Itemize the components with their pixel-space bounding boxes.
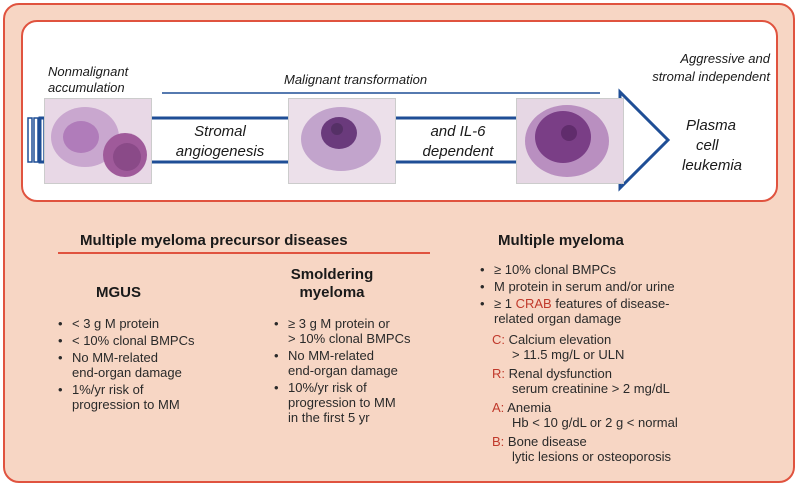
malignant-label: Malignant transformation [284, 72, 428, 87]
list-item: < 3 g M protein [56, 316, 256, 331]
list-item: No MM-related end-organ damage [272, 348, 472, 378]
mgus-list: < 3 g M protein < 10% clonal BMPCs No MM… [56, 316, 256, 414]
crab-item-r: R: Renal dysfunction serum creatinine > … [492, 366, 670, 396]
mm-list: ≥ 10% clonal BMPCs M protein in serum an… [478, 262, 778, 328]
aggressive-label: Aggressive and stromal independent [652, 51, 770, 84]
stromal-label: Stromal angiogenesis [175, 123, 265, 160]
crab-item-c: C: Calcium elevation > 11.5 mg/L or ULN [492, 332, 625, 362]
list-item: < 10% clonal BMPCs [56, 333, 256, 348]
precursor-title: Multiple myeloma precursor diseases [80, 232, 348, 249]
cell-image-smoldering [288, 98, 396, 184]
smoldering-list: ≥ 3 g M protein or > 10% clonal BMPCs No… [272, 316, 472, 427]
list-item: ≥ 1 CRAB features of disease- related or… [478, 296, 778, 326]
list-item: No MM-related end-organ damage [56, 350, 256, 380]
precursor-divider [58, 252, 430, 254]
cell-image-leukemia [516, 98, 624, 184]
smoldering-title: Smoldering myeloma [290, 266, 374, 301]
list-item: ≥ 10% clonal BMPCs [478, 262, 778, 277]
il6-label: and IL-6 dependent [422, 123, 494, 160]
list-item: 1%/yr risk of progression to MM [56, 382, 256, 412]
crab-item-b: B: Bone disease lytic lesions or osteopo… [492, 434, 671, 464]
cell-image-nonmalignant [44, 98, 152, 184]
mgus-title: MGUS [96, 284, 141, 301]
list-item: 10%/yr risk of progression to MM in the … [272, 380, 472, 425]
list-item: M protein in serum and/or urine [478, 279, 778, 294]
list-item: ≥ 3 g M protein or > 10% clonal BMPCs [272, 316, 472, 346]
nonmalignant-label: Nonmalignant accumulation [48, 64, 129, 95]
mm-title: Multiple myeloma [498, 232, 624, 249]
crab-list: C: Calcium elevation > 11.5 mg/L or ULN … [492, 332, 782, 464]
leukemia-label: Plasma cell leukemia [682, 117, 743, 174]
crab-item-a: A: Anemia Hb < 10 g/dL or 2 g < normal [492, 400, 678, 430]
